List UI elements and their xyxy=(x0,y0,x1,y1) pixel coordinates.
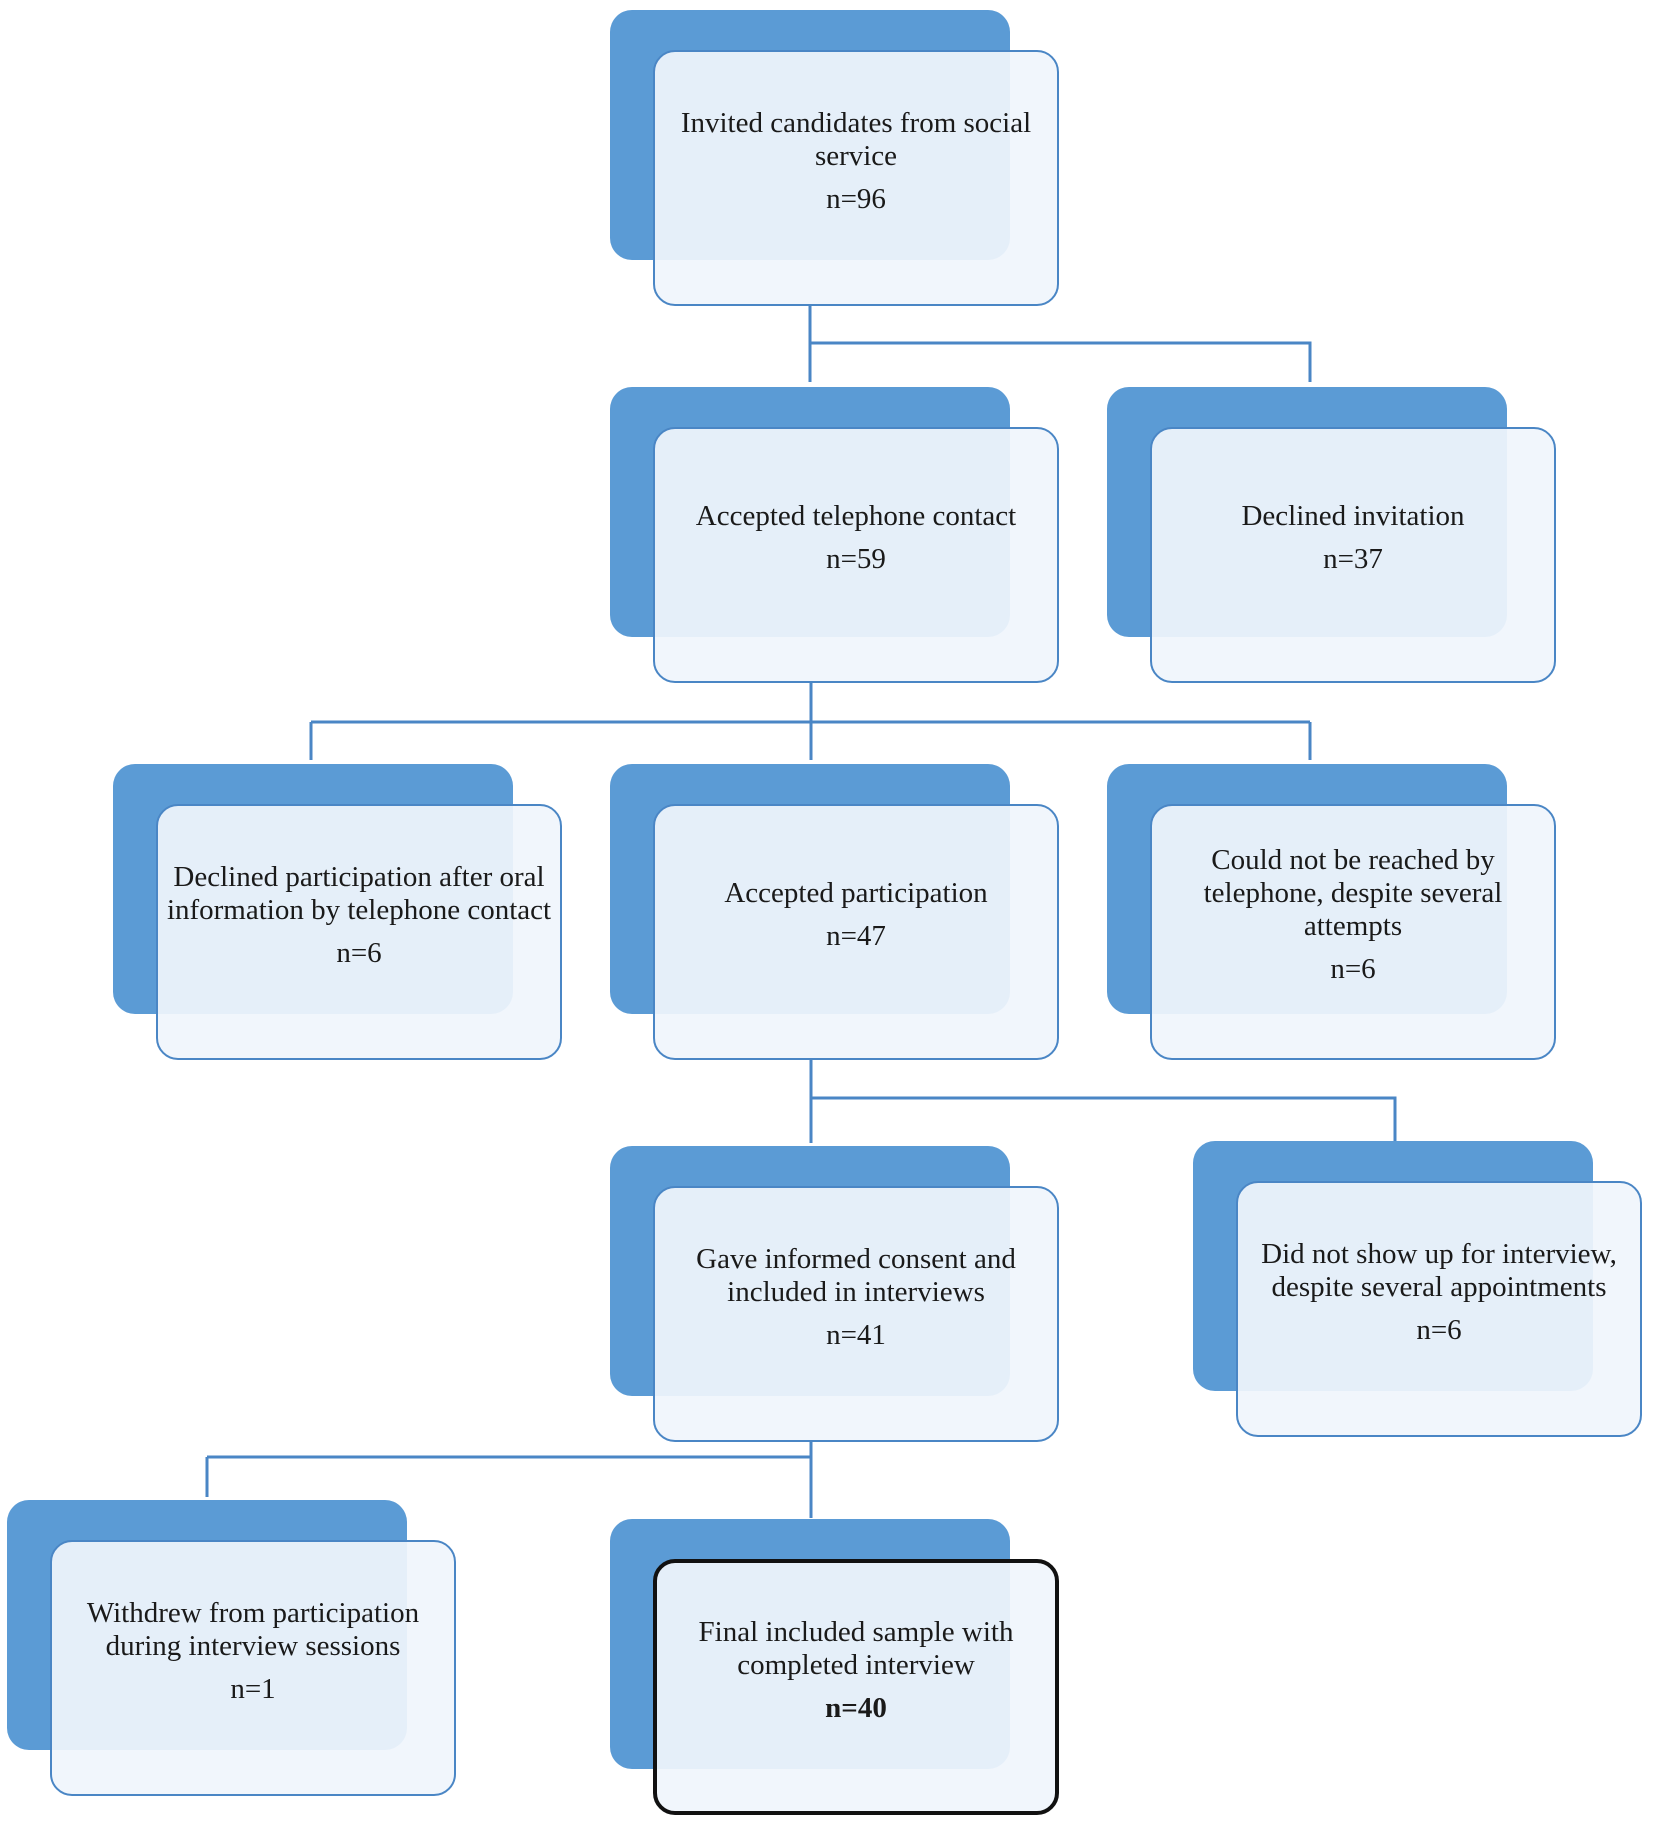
node-label: Could not be reached by telephone, despi… xyxy=(1203,844,1503,942)
connector-participation-split xyxy=(809,1060,1397,1143)
node-front-panel xyxy=(1150,427,1556,683)
node-label: Invited candidates from social service xyxy=(680,106,1032,172)
node-count: n=41 xyxy=(826,1318,886,1351)
node-count: n=37 xyxy=(1323,543,1383,575)
node-text: Declined invitation n=37 xyxy=(1150,427,1556,649)
node-label: Declined participation after oral inform… xyxy=(166,860,552,926)
node-label: Did not show up for interview, despite s… xyxy=(1261,1237,1617,1303)
node-front-panel xyxy=(1150,804,1556,1060)
node-text: Withdrew from participation during inter… xyxy=(50,1540,456,1762)
node-front-panel xyxy=(653,1559,1059,1815)
node-label: Accepted participation xyxy=(724,877,988,909)
node-label: Final included sample with completed int… xyxy=(698,1615,1014,1681)
node-front-panel xyxy=(653,1186,1059,1442)
node-front-panel xyxy=(653,427,1059,683)
node-front-panel xyxy=(653,50,1059,306)
node-text: Accepted participation n=47 xyxy=(653,804,1059,1026)
connector-contact-split xyxy=(309,683,1312,760)
node-front-panel xyxy=(156,804,562,1060)
node-text: Gave informed consent and included in in… xyxy=(653,1186,1059,1408)
node-count: n=1 xyxy=(230,1672,276,1705)
node-text: Invited candidates from social service n… xyxy=(653,50,1059,272)
node-label: Gave informed consent and included in in… xyxy=(696,1242,1016,1308)
node-count: n=6 xyxy=(336,936,382,969)
node-count: n=47 xyxy=(826,920,886,952)
node-text: Final included sample with completed int… xyxy=(653,1559,1059,1781)
node-label: Accepted telephone contact xyxy=(695,500,1017,532)
node-text: Accepted telephone contact n=59 xyxy=(653,427,1059,649)
node-count: n=6 xyxy=(1416,1313,1462,1346)
connector-invited-split xyxy=(808,305,1312,382)
node-front-panel xyxy=(1236,1181,1642,1437)
node-label: Withdrew from participation during inter… xyxy=(86,1596,420,1662)
node-count: n=59 xyxy=(826,543,886,575)
node-front-panel xyxy=(50,1540,456,1796)
node-count: n=96 xyxy=(826,182,886,215)
connector-consent-split xyxy=(205,1442,813,1518)
node-front-panel xyxy=(653,804,1059,1060)
node-text: Declined participation after oral inform… xyxy=(156,804,562,1026)
node-count: n=6 xyxy=(1330,953,1376,985)
node-text: Could not be reached by telephone, despi… xyxy=(1150,804,1556,1026)
node-text: Did not show up for interview, despite s… xyxy=(1236,1181,1642,1403)
node-label: Declined invitation xyxy=(1241,500,1465,532)
node-count: n=40 xyxy=(825,1691,887,1724)
